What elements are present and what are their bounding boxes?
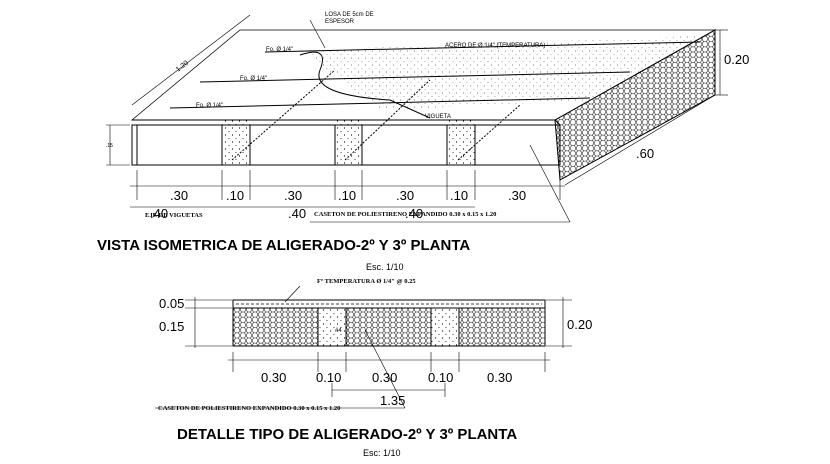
detail-rib-1 — [317, 307, 347, 347]
detail-caseton-2 — [345, 307, 432, 347]
detail-dim-005: 0.05 — [159, 296, 184, 311]
iso-dim-5: .30 — [396, 188, 414, 203]
fo-label-1: Fo. Ø 1/4" — [266, 47, 293, 53]
eje-label: EJE DE VIGUETAS — [145, 212, 203, 219]
vigueta-label: VIGUETA — [425, 114, 451, 120]
detail-caseton-label: CASETON DE POLIESTIRENO EXPANDIDO 0.30 x… — [158, 405, 340, 412]
iso-dim-40-c: .40 — [405, 206, 423, 221]
detail-dim-4: 0.10 — [428, 370, 453, 385]
detail-dim-3: 0.30 — [372, 370, 397, 385]
temperatura-label: Fº TEMPERATURA Ø 1/4" @ 0.25 — [317, 278, 416, 285]
detail-title: DETALLE TIPO DE ALIGERADO-2º Y 3º PLANTA — [177, 426, 517, 443]
iso-dim-4: .10 — [338, 188, 356, 203]
detail-rib-2 — [430, 307, 460, 347]
iso-dim-3: .30 — [284, 188, 302, 203]
detail-dim-020: 0.20 — [567, 317, 592, 332]
detail-dim-015: 0.15 — [159, 319, 184, 334]
fo-label-3: Fo. Ø 1/4" — [196, 103, 223, 109]
fo-label-2: Fo. Ø 1/4" — [240, 76, 267, 82]
caseton-front-4 — [474, 124, 561, 166]
isometric-view: LOSA DE 5cm DE ESPESOR ACERO DE Ø 1/4" (… — [97, 12, 749, 272]
iso-title: VISTA ISOMETRICA DE ALIGERADO-2º Y 3º PL… — [97, 237, 470, 254]
detail-caseton-3 — [458, 307, 546, 347]
caseton-front-1 — [136, 124, 223, 166]
iso-dim-40-b: .40 — [288, 206, 306, 221]
detail-dim-5: 0.30 — [487, 370, 512, 385]
iso-dim-40-a: .40 — [150, 206, 168, 221]
iso-scale: Esc. 1/10 — [366, 262, 404, 272]
vigueta-2 — [335, 118, 362, 165]
iso-dim-2: .10 — [226, 188, 244, 203]
detail-dim-135: 1.35 — [380, 393, 405, 408]
iso-caseton-label: CASETON DE POLIESTIRENO EXPANDIDO 0.30 x… — [314, 211, 496, 218]
iso-dim-6: .10 — [450, 188, 468, 203]
dim-015-left: .15 — [106, 143, 113, 149]
losa-label-2: ESPESOR — [325, 19, 355, 25]
caseton-front-2 — [249, 124, 336, 166]
slab-concrete-fill — [300, 36, 700, 110]
iso-dim-ticks — [136, 170, 561, 200]
detail-section: Fº TEMPERATURA Ø 1/4" @ 0.25 0.05 0.15 0… — [155, 278, 592, 458]
caseton-front-3 — [361, 124, 448, 166]
acero-label: ACERO DE Ø 1/4" (TEMPERATURA) — [445, 43, 545, 49]
iso-dim-1: .30 — [170, 188, 188, 203]
detail-dim-2: 0.10 — [316, 370, 341, 385]
bar-mark: #4 — [335, 328, 342, 334]
losa-label-1: LOSA DE 5cm DE — [325, 12, 374, 18]
dim-120: 1.20 — [175, 60, 190, 74]
dim-060: .60 — [636, 146, 654, 161]
vigueta-1 — [222, 118, 250, 165]
iso-dim-7: .30 — [508, 188, 526, 203]
detail-scale: Esc: 1/10 — [363, 448, 401, 458]
detail-dim-1: 0.30 — [261, 370, 286, 385]
dim-020: 0.20 — [724, 52, 749, 67]
detail-caseton-1 — [232, 307, 319, 347]
